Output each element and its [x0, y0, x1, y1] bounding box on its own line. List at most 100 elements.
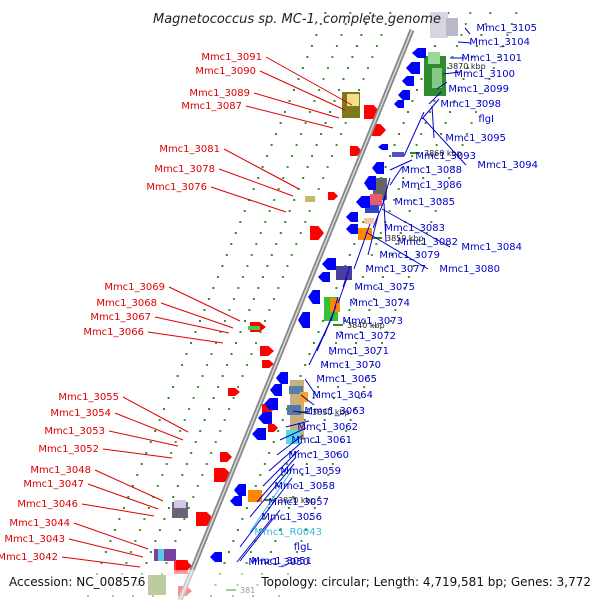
track-dot — [475, 111, 477, 113]
track-dot — [304, 122, 307, 124]
kbp-tick-label: 3820 kbp — [278, 496, 316, 505]
track-dot — [301, 67, 304, 69]
track-dot — [172, 496, 175, 498]
forward-gene-leader — [73, 522, 149, 550]
reverse-gene-leader — [365, 231, 429, 270]
reverse-gene-leader — [457, 41, 472, 44]
reverse-gene-arrow — [346, 212, 358, 222]
track-dot — [479, 100, 482, 102]
reverse-gene-leader — [428, 91, 442, 105]
forward-gene-arrow — [260, 346, 274, 356]
track-dot — [279, 122, 282, 124]
track-dot — [319, 430, 322, 432]
reverse-gene-arrow — [264, 398, 278, 410]
track-dot — [306, 166, 309, 168]
track-dot — [413, 199, 416, 201]
track-dot — [375, 243, 378, 245]
forward-gene-label: Mmc1_3046 — [17, 499, 78, 510]
track-dot — [317, 188, 320, 190]
track-dot — [386, 265, 389, 267]
track-dot — [176, 485, 179, 487]
feature-block — [248, 490, 262, 502]
track-dot — [393, 199, 396, 201]
kbp-tick-label: 3870 kbp — [448, 62, 486, 71]
feature-block — [365, 205, 379, 213]
track-dot — [165, 562, 168, 564]
track-dot — [340, 133, 343, 135]
forward-gene-arrow — [310, 226, 324, 240]
reverse-gene-leader — [436, 81, 448, 90]
reverse-gene-leader — [292, 410, 313, 415]
track-dot — [330, 353, 333, 355]
forward-gene-leader — [122, 396, 189, 433]
track-dot — [174, 441, 177, 443]
track-dot — [315, 34, 318, 36]
track-dot — [206, 364, 209, 366]
track-dot — [407, 276, 410, 278]
track-dot — [223, 419, 226, 421]
track-dot — [370, 254, 373, 256]
track-dot — [283, 518, 286, 520]
track-dot — [181, 364, 184, 366]
track-dot — [297, 78, 300, 80]
track-dot — [241, 375, 244, 377]
forward-gene-label: Mmc1_3052 — [38, 444, 99, 455]
reverse-gene-arrow — [308, 290, 320, 304]
track-dot — [281, 419, 284, 421]
track-dot — [314, 441, 317, 443]
accession-text: Accession: NC_008576 — [9, 575, 145, 589]
track-dot — [201, 375, 204, 377]
forward-gene-leader — [114, 412, 184, 441]
forward-gene-label: Mmc1_3054 — [50, 408, 111, 419]
track-dot — [341, 375, 344, 377]
track-dot — [364, 23, 367, 25]
track-dot — [497, 56, 500, 58]
forward-gene-arrow — [350, 146, 362, 156]
track-dot — [402, 177, 405, 179]
track-dot — [199, 430, 202, 432]
forward-gene-label: Mmc1_3055 — [58, 392, 119, 403]
track-dot — [239, 331, 242, 333]
track-dot — [313, 342, 315, 344]
track-dot — [276, 485, 279, 487]
rna-gene-label: Mmc1_R0043 — [254, 527, 322, 538]
track-dot — [263, 463, 266, 465]
track-dot — [245, 507, 248, 509]
track-dot — [439, 199, 442, 201]
track-dot — [270, 144, 273, 146]
track-dot — [149, 551, 152, 553]
track-dot — [304, 364, 307, 366]
track-dot — [266, 155, 269, 157]
track-dot — [335, 342, 337, 344]
track-dot — [295, 144, 298, 146]
forward-gene-leader — [259, 70, 346, 111]
track-dot — [302, 177, 305, 179]
track-dot — [322, 177, 325, 179]
track-dot — [199, 320, 201, 322]
track-dot — [255, 342, 257, 344]
track-dot — [510, 23, 513, 25]
feature-block — [287, 405, 301, 415]
track-dot — [230, 353, 233, 355]
track-dot — [363, 386, 366, 388]
track-dot — [322, 485, 325, 487]
track-dot — [308, 210, 311, 212]
kbp-tick-label: 3860 kbp — [424, 149, 462, 158]
forward-gene-label: Mmc1_3089 — [189, 88, 250, 99]
track-dot — [226, 364, 229, 366]
track-dot — [227, 551, 230, 553]
track-dot — [431, 155, 434, 157]
reverse-gene-arrow — [364, 176, 376, 190]
reverse-gene-label: Mmc1_3093 — [415, 151, 476, 162]
track-dot — [244, 320, 246, 322]
track-dot — [287, 507, 290, 509]
reverse-gene-label: Mmc1_3057 — [268, 497, 329, 508]
reverse-gene-leader — [372, 195, 387, 229]
forward-gene-label: Mmc1_3053 — [44, 426, 105, 437]
track-dot — [368, 309, 371, 311]
track-dot — [279, 232, 282, 234]
track-dot — [129, 551, 132, 553]
track-dot — [246, 364, 249, 366]
track-dot — [149, 441, 152, 443]
